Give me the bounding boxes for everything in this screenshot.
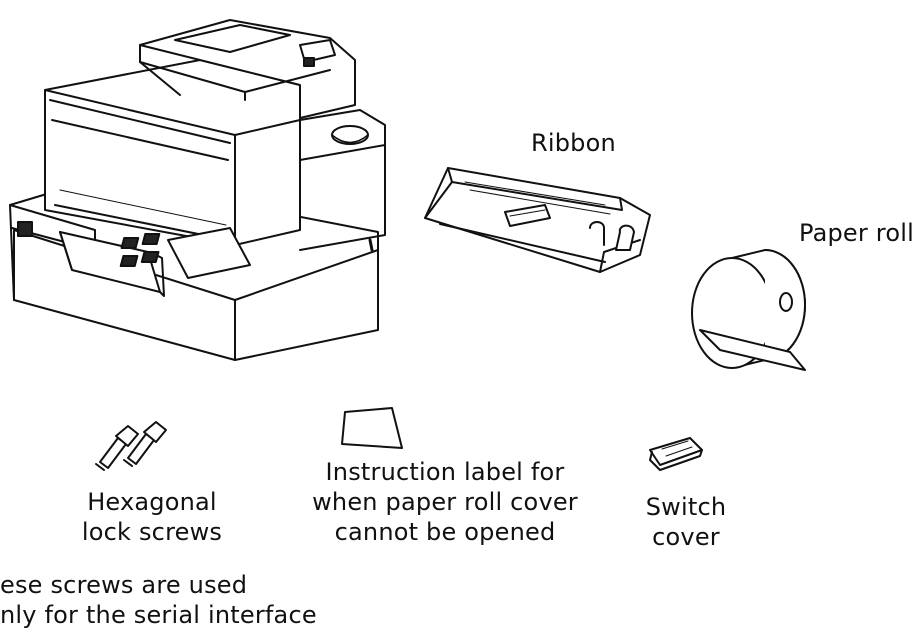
hex-screws-label: Hexagonal lock screws (62, 487, 242, 547)
printer-illustration (10, 20, 385, 360)
footnote-line-1: ese screws are used (0, 571, 248, 599)
switch-cover-label: Switch cover (630, 492, 742, 552)
hex-screws-label-line-1: Hexagonal (87, 488, 217, 516)
hex-screws-label-line-2: lock screws (81, 518, 223, 546)
instruction-label-line-3: cannot be opened (334, 518, 556, 546)
footnote-line-2: nly for the serial interface (0, 601, 317, 629)
hex-screws-illustration (96, 422, 166, 470)
paper-roll-illustration (692, 250, 805, 370)
instruction-label-text: Instruction label for when paper roll co… (280, 457, 610, 547)
ribbon-illustration (425, 168, 650, 272)
footnote-text: ese screws are used nly for the serial i… (0, 570, 317, 630)
instruction-label-line-2: when paper roll cover (312, 488, 578, 516)
paper-roll-label: Paper roll (799, 219, 912, 247)
switch-cover-label-line-1: Switch (645, 493, 727, 521)
ribbon-label: Ribbon (531, 129, 616, 157)
instruction-label-card (342, 408, 402, 448)
switch-cover-label-line-2: cover (652, 523, 720, 551)
switch-cover-illustration (650, 438, 702, 470)
instruction-label-line-1: Instruction label for (325, 458, 565, 486)
